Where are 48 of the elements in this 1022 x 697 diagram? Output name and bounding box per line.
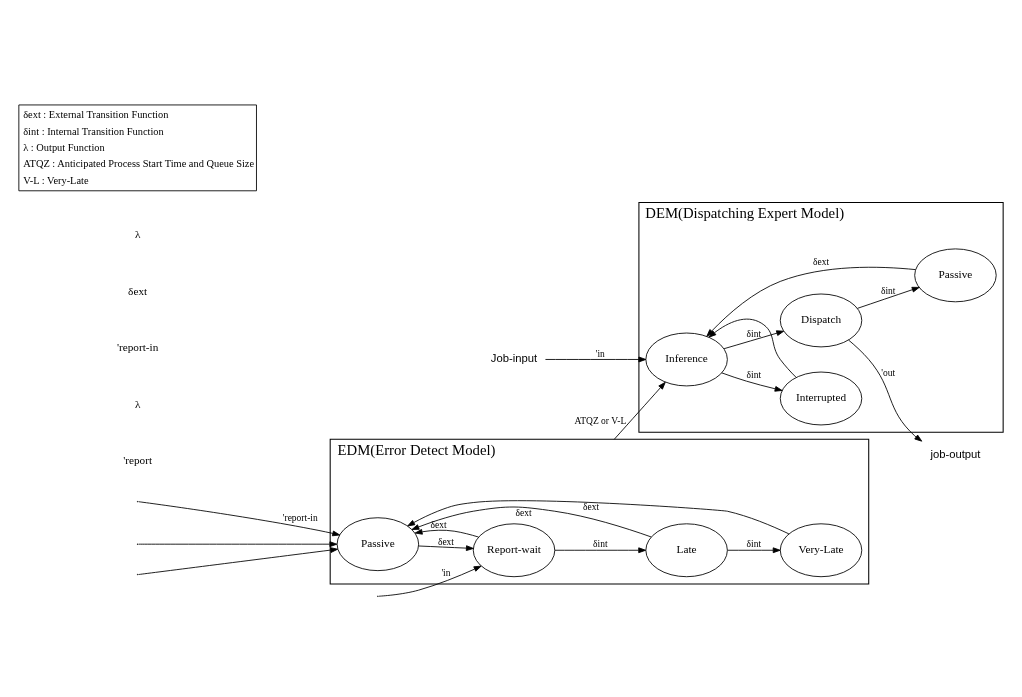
edge-label: δext <box>437 536 455 547</box>
label: 'report <box>123 453 153 466</box>
legend-label: δext : External Transition Function <box>23 108 169 120</box>
node-ellipse: Very-Late <box>779 522 863 577</box>
arrow <box>418 544 474 551</box>
edge-label: δint <box>746 538 762 549</box>
legend-label: ATQZ : Anticipated Process Start Time and Queue Size <box>23 157 255 169</box>
node-ellipse: Interrupted <box>779 371 863 425</box>
edge-label: δint <box>746 369 762 380</box>
arrow <box>138 500 341 536</box>
arrow <box>727 546 781 553</box>
arrow <box>857 286 920 309</box>
arrow <box>545 356 647 362</box>
node-ellipse: Dispatch <box>779 293 863 347</box>
node-ellipse: Passive <box>914 247 997 302</box>
label: 'report-in <box>116 340 159 353</box>
label: λ <box>134 227 141 240</box>
edge-label: 'in <box>595 348 605 359</box>
arrow <box>848 339 923 442</box>
node-ellipse: Late <box>645 522 728 577</box>
node-text: Job-input <box>490 351 538 364</box>
edge-label: δint <box>880 285 896 296</box>
edge-label: ATQZ or V-L <box>574 415 627 426</box>
arrow <box>407 499 790 534</box>
edge-label: 'in <box>441 567 451 578</box>
label: λ <box>134 397 141 410</box>
edge-label: δext <box>812 256 830 267</box>
arrow <box>138 540 338 547</box>
edge-label: 'report-in <box>282 512 318 523</box>
edge-label: δint <box>746 328 762 339</box>
label: δext <box>128 284 148 297</box>
arrow <box>723 329 785 349</box>
edge-label: δext <box>583 501 600 512</box>
arrow <box>138 546 339 575</box>
arrow <box>613 381 666 440</box>
legend-label: V-L : Very-Late <box>23 174 89 186</box>
arrow <box>414 528 479 537</box>
edge-label: δint <box>593 538 608 549</box>
legend-label: λ : Output Function <box>23 141 105 153</box>
edge-label: δext <box>515 507 532 518</box>
arrow <box>554 546 647 553</box>
edge-label: δext <box>430 519 447 530</box>
arrow <box>721 371 783 392</box>
arrow <box>411 506 652 537</box>
node-text: job-output <box>930 447 981 460</box>
legend-label: δint : Internal Transition Function <box>23 125 164 137</box>
edge-label: 'out <box>881 367 896 378</box>
arrow <box>378 565 482 597</box>
